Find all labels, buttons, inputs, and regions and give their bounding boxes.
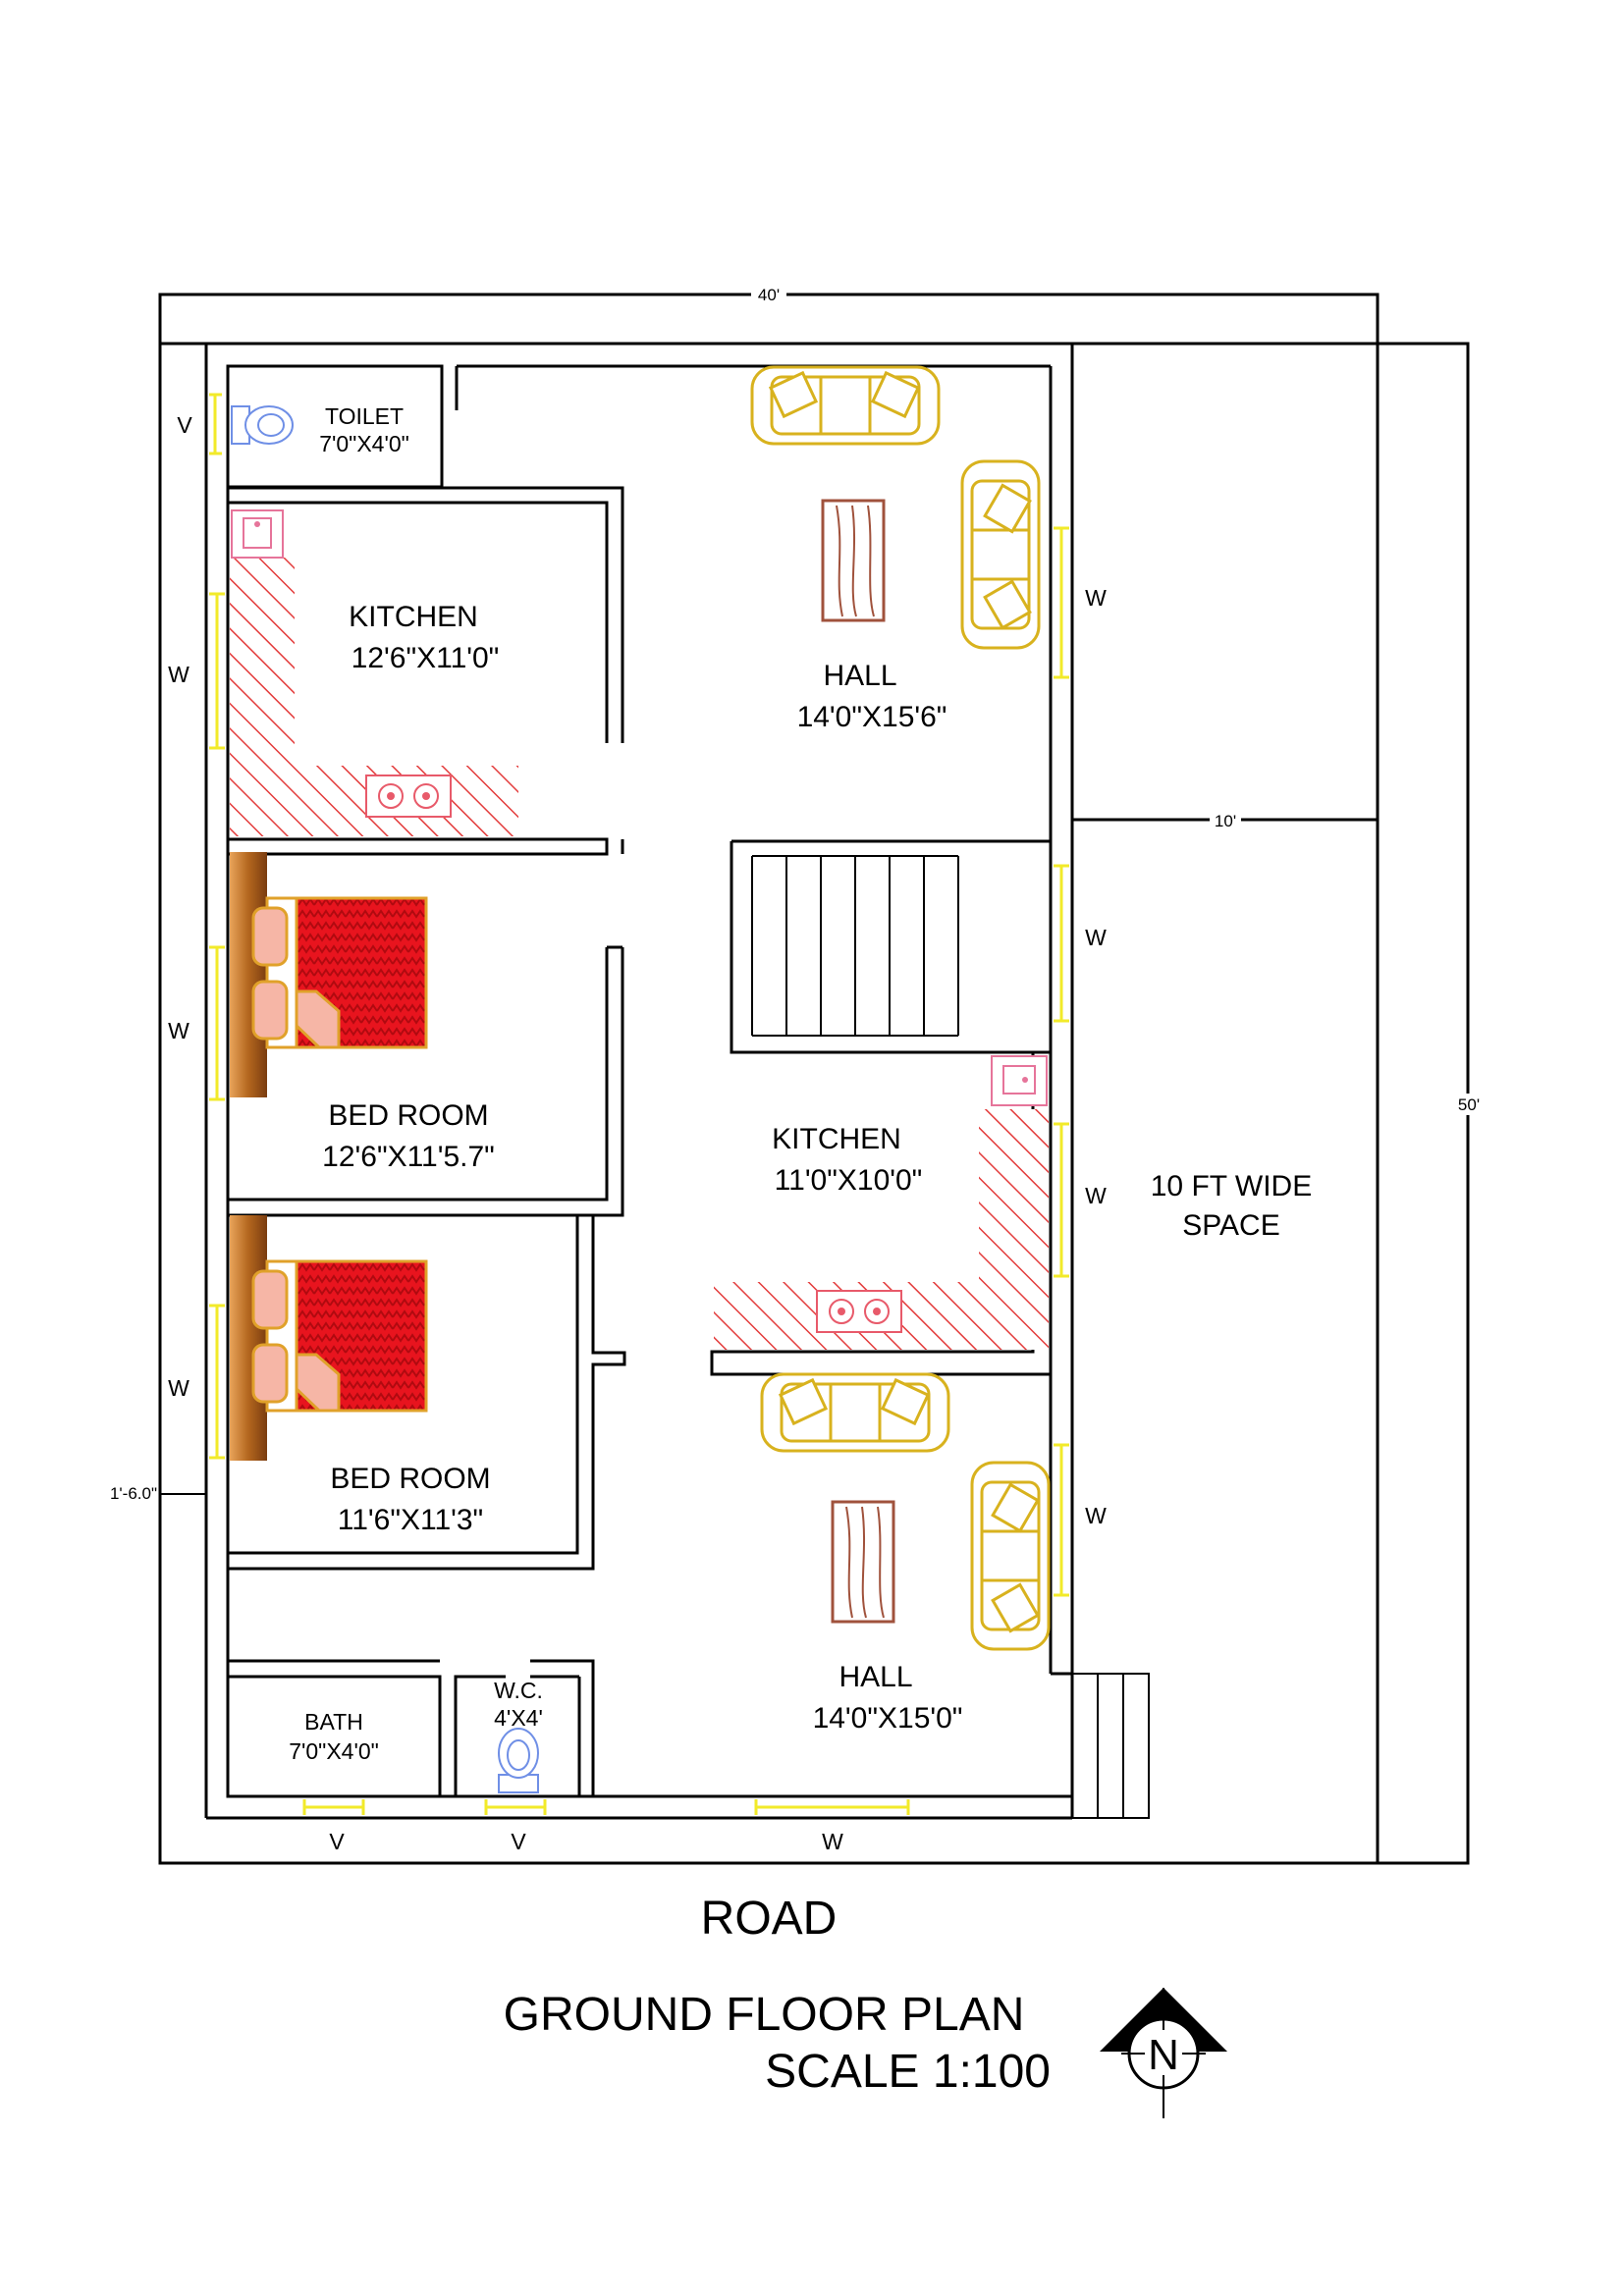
building-walls xyxy=(204,342,1378,1820)
hall2-sofa-side xyxy=(970,1461,1051,1651)
north-arrow-icon: N xyxy=(1100,1988,1227,2118)
bedroom1-name: BED ROOM xyxy=(328,1099,488,1132)
kitchen1-name: KITCHEN xyxy=(349,601,478,633)
hall2-name: HALL xyxy=(839,1661,912,1693)
wc-toilet-icon xyxy=(498,1728,539,1793)
window-label: W xyxy=(168,1375,189,1401)
stove-icon xyxy=(816,1290,902,1333)
open-space-line2: SPACE xyxy=(1182,1209,1279,1242)
window-label: W xyxy=(1085,1183,1107,1208)
entrance-steps xyxy=(1071,1673,1150,1819)
plan-scale: SCALE 1:100 xyxy=(765,2046,1051,2098)
bed-2 xyxy=(230,1215,428,1461)
bath-name: BATH xyxy=(304,1709,363,1735)
window-label: W xyxy=(1085,925,1107,950)
width-dimension: 40' xyxy=(758,286,780,304)
toilet-name: TOILET xyxy=(325,403,404,429)
toilet-size: 7'0"X4'0" xyxy=(319,431,409,456)
hall1-size: 14'0"X15'6" xyxy=(797,701,947,733)
setback-dimension: 1'-6.0" xyxy=(110,1484,157,1503)
window-label: W xyxy=(822,1829,843,1854)
kitchen1-size: 12'6"X11'0" xyxy=(352,642,500,674)
staircase xyxy=(751,855,959,1037)
hall2-size: 14'0"X15'0" xyxy=(813,1702,963,1735)
kitchen2-counter xyxy=(714,1055,1049,1350)
ventilator-label: V xyxy=(177,412,192,438)
window-label: W xyxy=(168,1018,189,1043)
plot-boundary xyxy=(158,293,1470,1865)
ventilator-label: V xyxy=(329,1829,345,1854)
hall1-sofa-top xyxy=(750,365,941,446)
wc-name: W.C. xyxy=(494,1678,543,1703)
ventilator-label: V xyxy=(511,1829,526,1854)
kitchen2-size: 11'0"X10'0" xyxy=(775,1164,923,1197)
window-marks xyxy=(209,393,1069,1815)
depth-dimension: 50' xyxy=(1458,1095,1480,1114)
road-label: ROAD xyxy=(701,1893,838,1945)
open-space-line1: 10 FT WIDE xyxy=(1151,1170,1312,1202)
bath-size: 7'0"X4'0" xyxy=(289,1738,379,1764)
hall2-table xyxy=(831,1500,895,1624)
kitchen2-name: KITCHEN xyxy=(772,1123,901,1155)
hall1-table xyxy=(821,499,886,622)
hall2-sofa-top xyxy=(760,1372,950,1453)
wc-size: 4'X4' xyxy=(494,1705,543,1731)
bed-1 xyxy=(230,852,428,1097)
window-label: W xyxy=(1085,1503,1107,1528)
toilet-icon xyxy=(231,405,294,445)
stove-icon xyxy=(365,774,452,818)
kitchen1-counter xyxy=(230,509,518,836)
north-label: N xyxy=(1148,2031,1179,2079)
window-label: W xyxy=(168,662,189,687)
window-label: W xyxy=(1085,585,1107,611)
bedroom2-name: BED ROOM xyxy=(330,1463,490,1495)
hall1-name: HALL xyxy=(823,660,896,692)
hall1-sofa-side xyxy=(960,459,1041,650)
bedroom2-size: 11'6"X11'3" xyxy=(338,1504,483,1536)
side-space-dimension: 10' xyxy=(1215,812,1236,830)
plan-title: GROUND FLOOR PLAN xyxy=(504,1989,1025,2041)
bedroom1-size: 12'6"X11'5.7" xyxy=(322,1141,495,1173)
opening-labels: V W W W W W W W V V W xyxy=(168,412,1107,1854)
